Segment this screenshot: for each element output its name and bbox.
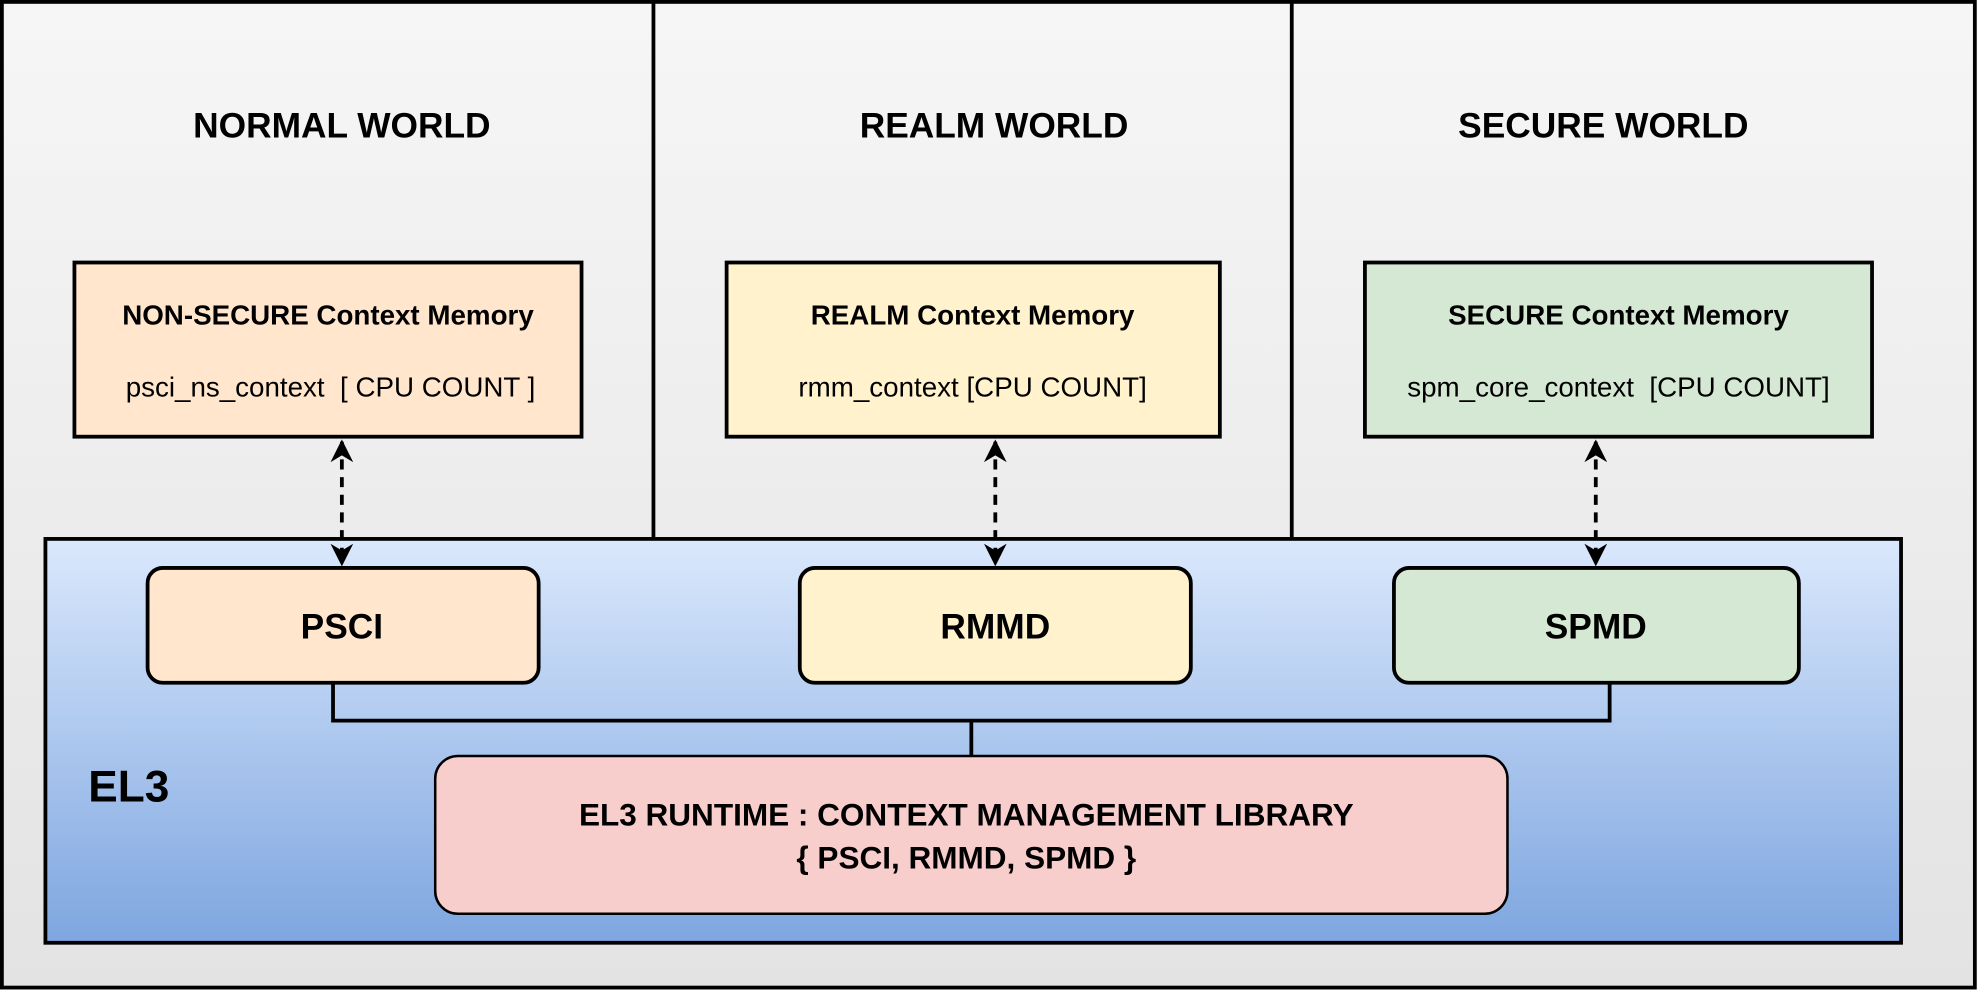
rmmd-label: RMMD [940,608,1050,647]
realm-world-title: REALM WORLD [860,107,1129,146]
context-var: spm_core_context [CPU COUNT] [1407,371,1829,402]
spmd-label: SPMD [1545,608,1647,647]
normal-world-title: NORMAL WORLD [193,107,490,146]
context-var: rmm_context [CPU COUNT] [798,371,1146,402]
psci-label: PSCI [301,608,383,647]
context-title: SECURE Context Memory [1448,299,1789,330]
el3-runtime-box [433,754,1509,916]
context-var: psci_ns_context [ CPU COUNT ] [126,371,536,402]
runtime-subtitle: { PSCI, RMMD, SPMD } [796,839,1136,875]
rmmd-box [797,566,1193,685]
runtime-title: EL3 RUNTIME : CONTEXT MANAGEMENT LIBRARY [579,796,1354,832]
non-secure-context-box [72,260,584,439]
context-title: NON-SECURE Context Memory [122,299,534,330]
context-title: REALM Context Memory [811,299,1135,330]
el3-label: EL3 [88,762,169,811]
psci-box [145,566,541,685]
spmd-box [1392,566,1801,685]
secure-context-box [1363,260,1874,439]
realm-context-box [724,260,1222,439]
secure-world-title: SECURE WORLD [1458,107,1748,146]
